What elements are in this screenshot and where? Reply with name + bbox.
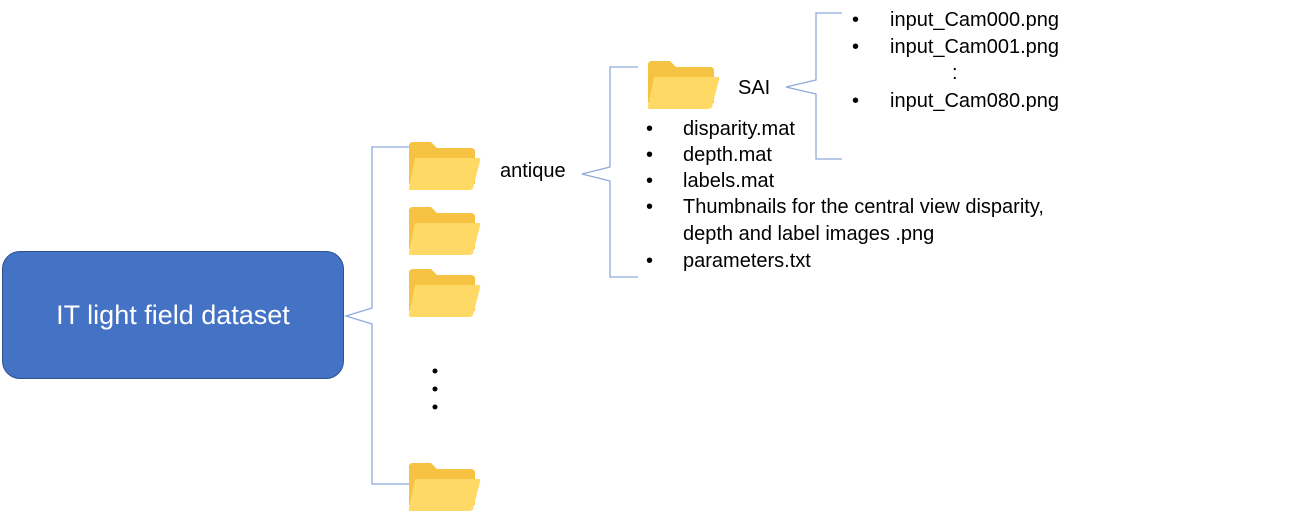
vertical-ellipsis-icon: [432, 368, 438, 410]
folder-icon: [408, 269, 481, 317]
root-label: IT light field dataset: [56, 299, 290, 330]
sai-file-ellipsis: :: [952, 62, 958, 84]
root-bracket: [343, 146, 410, 485]
folder-icon: [408, 463, 481, 511]
sai-file-item: input_Cam001.png: [890, 36, 1060, 58]
scene-file-bullet: •: [646, 170, 654, 192]
scene-file-item: depth.mat: [683, 144, 772, 166]
sai-label: SAI: [738, 77, 771, 99]
scene-file-item: labels.mat: [683, 170, 775, 192]
scene-file-bullet: •: [646, 144, 654, 166]
scene-file-item: parameters.txt: [683, 250, 811, 272]
scene-file-item-continuation: depth and label images .png: [683, 223, 935, 245]
folder-icon: [408, 207, 481, 255]
scene-file-bullet: •: [646, 196, 654, 218]
sai-file-bullet: •: [852, 90, 860, 112]
antique-bracket: [581, 66, 638, 278]
scene-file-item: Thumbnails for the central view disparit…: [683, 196, 1044, 218]
sai-file-bullet: •: [852, 36, 860, 58]
scene-label: antique: [500, 160, 566, 182]
sai-bracket: [785, 12, 842, 160]
root-node: IT light field dataset: [2, 251, 344, 379]
folder-icon: [647, 61, 720, 109]
sai-file-item: input_Cam000.png: [890, 9, 1060, 31]
scene-file-bullet: •: [646, 250, 654, 272]
sai-file-item: input_Cam080.png: [890, 90, 1060, 112]
scene-file-item: disparity.mat: [683, 118, 795, 140]
sai-file-bullet: •: [852, 9, 860, 31]
folder-icon: [408, 142, 481, 190]
scene-file-bullet: •: [646, 118, 654, 140]
